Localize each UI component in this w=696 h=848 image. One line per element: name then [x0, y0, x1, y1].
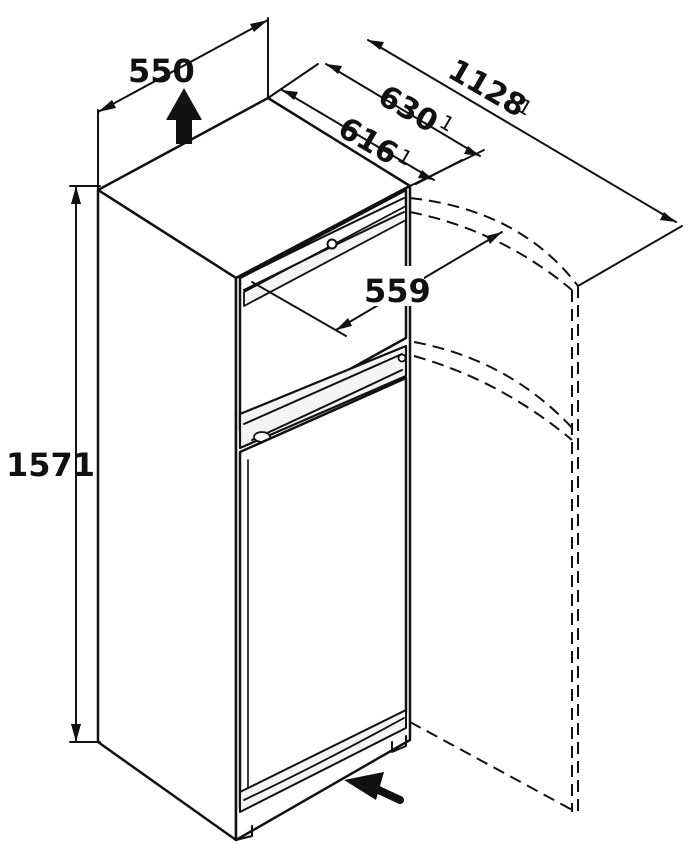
arrow-up-icon: [166, 88, 202, 144]
width-label: 550: [128, 52, 195, 90]
height-label: 1571: [6, 446, 95, 484]
door-handle: [238, 344, 408, 450]
height-dimension: 1571: [6, 185, 101, 743]
open-door-outline: [409, 197, 579, 813]
fridge-base: [235, 735, 407, 841]
clearance-label: 559: [364, 272, 431, 310]
fridge-door: [238, 376, 408, 813]
clearance-dimension: 559: [251, 231, 503, 337]
width-dimension: 550: [97, 17, 269, 191]
arrow-right-icon: [344, 772, 404, 804]
freezer-door: [238, 188, 408, 432]
